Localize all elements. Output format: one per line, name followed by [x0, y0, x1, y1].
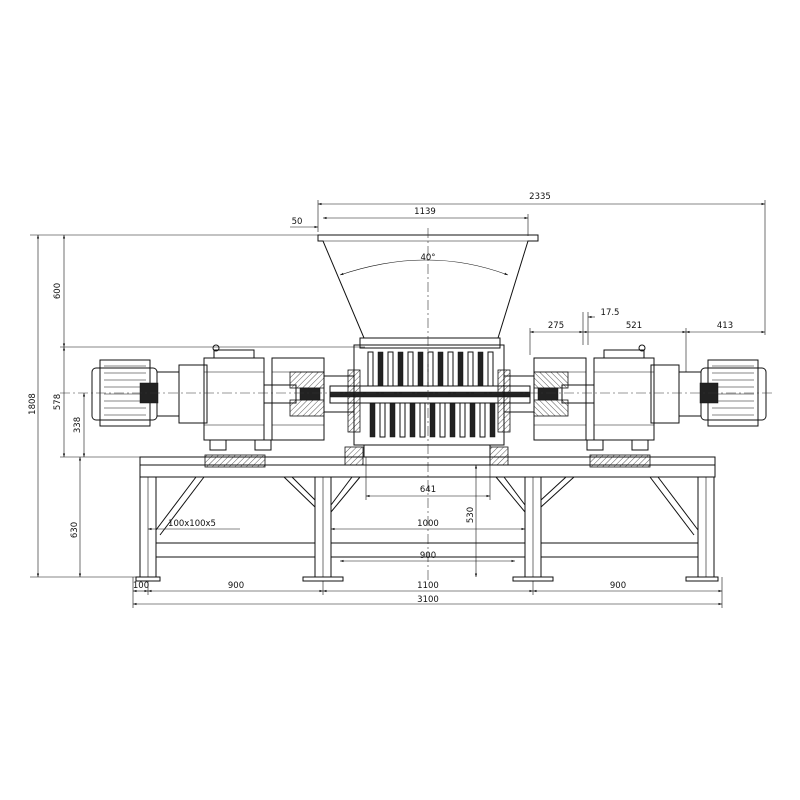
dim-50: 50	[292, 217, 303, 227]
dim-3100: 3100	[417, 595, 439, 605]
cutter-blade	[469, 402, 476, 438]
cutter-blade	[419, 402, 426, 438]
cutter-blade	[489, 402, 496, 438]
cutter-blade	[427, 351, 434, 387]
dim-578: 578	[53, 394, 63, 410]
dim-641: 641	[420, 485, 436, 495]
cutter-blade	[477, 351, 484, 387]
dim-900-mid: 900	[420, 551, 436, 561]
cutter-blade	[387, 351, 394, 387]
cutter-blade	[409, 402, 416, 438]
mounting-plate	[139, 446, 716, 478]
cutter-blade	[437, 351, 444, 387]
cutter-blade	[417, 351, 424, 387]
cutter-blade	[377, 351, 384, 387]
cutter-blade	[399, 402, 406, 438]
dim-530: 530	[466, 507, 476, 523]
cutter-blade	[367, 351, 374, 387]
dim-630: 630	[70, 522, 80, 538]
dim-900-right: 900	[610, 581, 626, 591]
dim-338: 338	[73, 417, 83, 433]
support-frame	[135, 476, 719, 582]
cutter-blade	[379, 402, 386, 438]
cutter-blade	[479, 402, 486, 438]
dim-900-left: 900	[228, 581, 244, 591]
dim-2335: 2335	[529, 192, 551, 202]
cutter-blade	[407, 351, 414, 387]
dim-413: 413	[717, 321, 733, 331]
cutter-blade	[369, 402, 376, 438]
left-drive	[91, 344, 355, 451]
cutter-blade	[459, 402, 466, 438]
dim-600: 600	[53, 283, 63, 299]
hopper	[317, 234, 539, 349]
dim-521: 521	[626, 321, 642, 331]
tube-profile-label: 100x100x5	[168, 519, 216, 529]
dim-1808: 1808	[28, 393, 38, 415]
cutter-blade	[439, 402, 446, 438]
dimensions: 2335 1139 50 40° 600 1808 578 338 630 17…	[28, 192, 766, 608]
cutter-blade	[449, 402, 456, 438]
cutting-chamber	[329, 344, 531, 458]
cutter-blade	[457, 351, 464, 387]
cutter-blade	[397, 351, 404, 387]
cutter-blade	[429, 402, 436, 438]
dim-1000: 1000	[417, 519, 439, 529]
dim-17-5: 17.5	[601, 308, 620, 318]
dim-angle-40: 40°	[420, 253, 435, 263]
dim-275: 275	[548, 321, 564, 331]
cutter-blade	[447, 351, 454, 387]
cutter-blade	[467, 351, 474, 387]
cutter-blades	[367, 351, 496, 438]
machine-assembly	[60, 228, 775, 582]
cutter-blade	[389, 402, 396, 438]
dim-1139: 1139	[414, 207, 436, 217]
cutter-blade	[487, 351, 494, 387]
right-drive	[503, 344, 767, 451]
dim-100: 100	[133, 581, 149, 591]
dim-1100: 1100	[417, 581, 439, 591]
